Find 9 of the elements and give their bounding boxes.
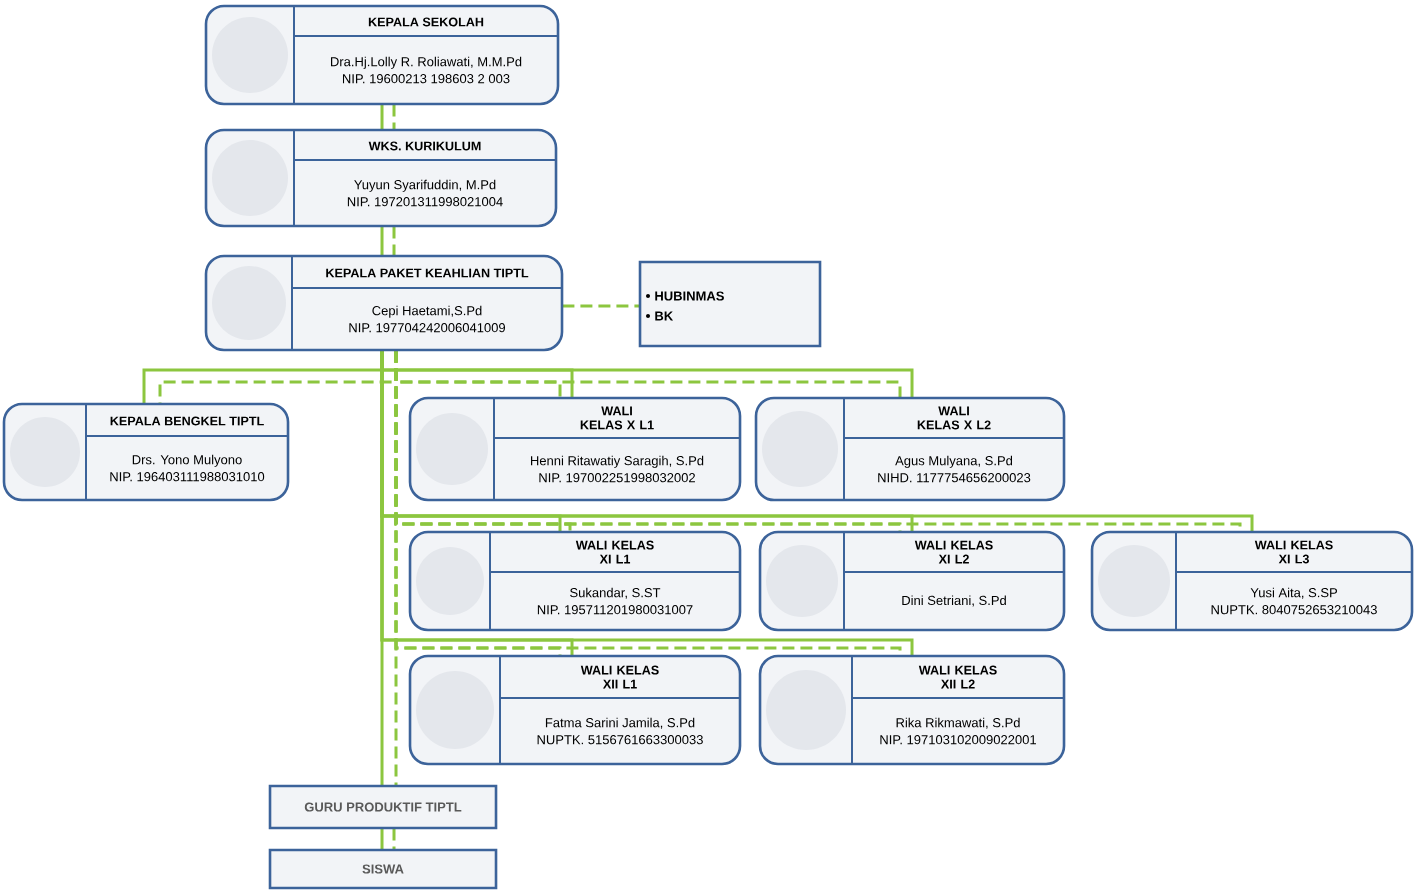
connector-line [562, 304, 640, 308]
connector-line [392, 104, 396, 130]
connector-line [392, 828, 396, 850]
connector-line [380, 104, 384, 130]
connector-line [392, 226, 396, 256]
connector-line [380, 226, 384, 256]
connector-line [380, 828, 384, 850]
connector-line [380, 350, 384, 786]
connector-line [394, 350, 398, 786]
